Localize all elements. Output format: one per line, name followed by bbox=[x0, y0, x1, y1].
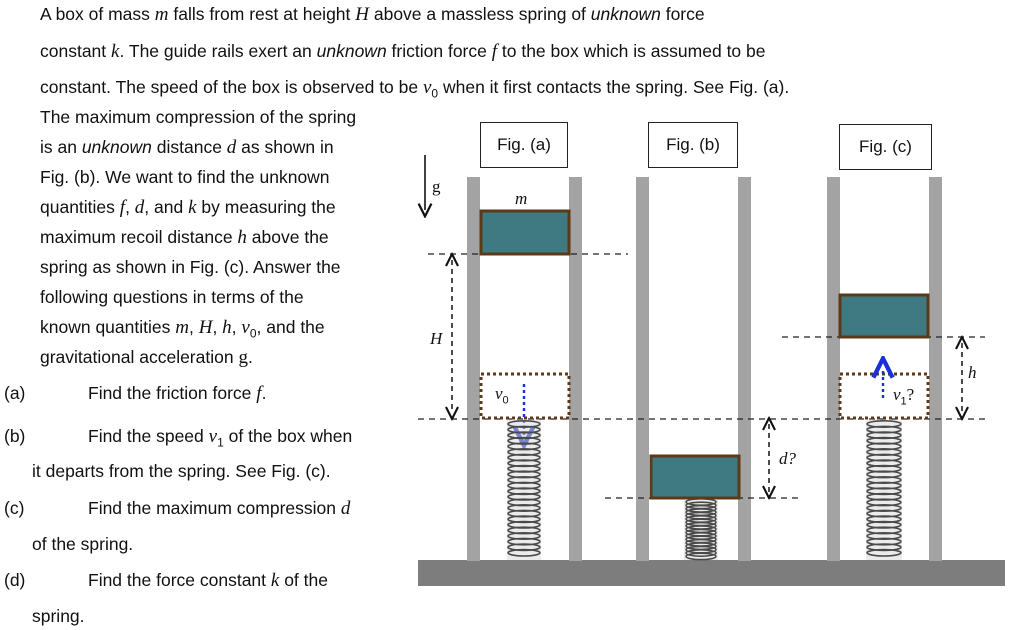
question-c-label: (c) bbox=[4, 498, 25, 518]
spring-coils-c bbox=[866, 419, 902, 557]
rail-c-right bbox=[929, 177, 942, 561]
rail-a-right bbox=[569, 177, 582, 561]
problem-line-7: quantities f, d, and k by measuring the bbox=[40, 197, 336, 218]
problem-line-10: following questions in terms of the bbox=[40, 287, 304, 307]
question-c-text: Find the maximum compression d bbox=[88, 498, 351, 519]
box-fig-c bbox=[838, 293, 930, 339]
question-d-text: Find the force constant k of the bbox=[88, 570, 328, 591]
fig-b-label: Fig. (b) bbox=[648, 122, 738, 168]
question-b-label: (b) bbox=[4, 426, 26, 446]
height-label: H bbox=[430, 329, 443, 348]
problem-line-9: spring as shown in Fig. (c). Answer the bbox=[40, 257, 341, 277]
fig-c-label: Fig. (c) bbox=[839, 124, 932, 170]
question-b-text: Find the speed v1 of the box when bbox=[88, 426, 353, 450]
question-b-continuation: it departs from the spring. See Fig. (c)… bbox=[32, 461, 331, 481]
box-fig-a-contact bbox=[479, 372, 571, 420]
ground bbox=[418, 560, 1005, 586]
fig-a-label: Fig. (a) bbox=[480, 122, 568, 168]
problem-line-2: constant k. The guide rails exert an unk… bbox=[40, 41, 766, 62]
problem-line-6: Fig. (b). We want to find the unknown bbox=[40, 167, 330, 187]
d-label: d? bbox=[779, 449, 796, 468]
question-a-text: Find the friction force f. bbox=[88, 383, 267, 404]
rail-c-left bbox=[827, 177, 840, 561]
h-label: h bbox=[968, 363, 977, 382]
mass-label: m bbox=[515, 189, 528, 208]
question-a-label: (a) bbox=[4, 383, 26, 403]
v1-label: v1? bbox=[893, 385, 915, 408]
problem-line-3: constant. The speed of the box is observ… bbox=[40, 77, 790, 101]
rail-b-left bbox=[636, 177, 649, 561]
spring-coils-b bbox=[685, 497, 717, 561]
gravity-label: g bbox=[432, 177, 441, 196]
box-fig-b bbox=[649, 454, 741, 500]
spring-coils-a bbox=[507, 419, 541, 557]
rail-a-left bbox=[467, 177, 480, 561]
v0-label: v0 bbox=[495, 384, 509, 407]
problem-line-11: known quantities m, H, h, v0, and the bbox=[40, 317, 325, 341]
problem-line-8: maximum recoil distance h above the bbox=[40, 227, 329, 248]
question-d-continuation: spring. bbox=[32, 606, 85, 626]
rail-b-right bbox=[738, 177, 751, 561]
problem-line-12: gravitational acceleration g. bbox=[40, 347, 253, 368]
box-fig-a bbox=[479, 209, 571, 256]
question-d-label: (d) bbox=[4, 570, 26, 590]
problem-line-1: A box of mass m falls from rest at heigh… bbox=[40, 4, 705, 25]
question-c-continuation: of the spring. bbox=[32, 534, 134, 554]
problem-line-4: The maximum compression of the spring bbox=[40, 107, 357, 127]
problem-line-5: is an unknown distance d as shown in bbox=[40, 137, 334, 158]
